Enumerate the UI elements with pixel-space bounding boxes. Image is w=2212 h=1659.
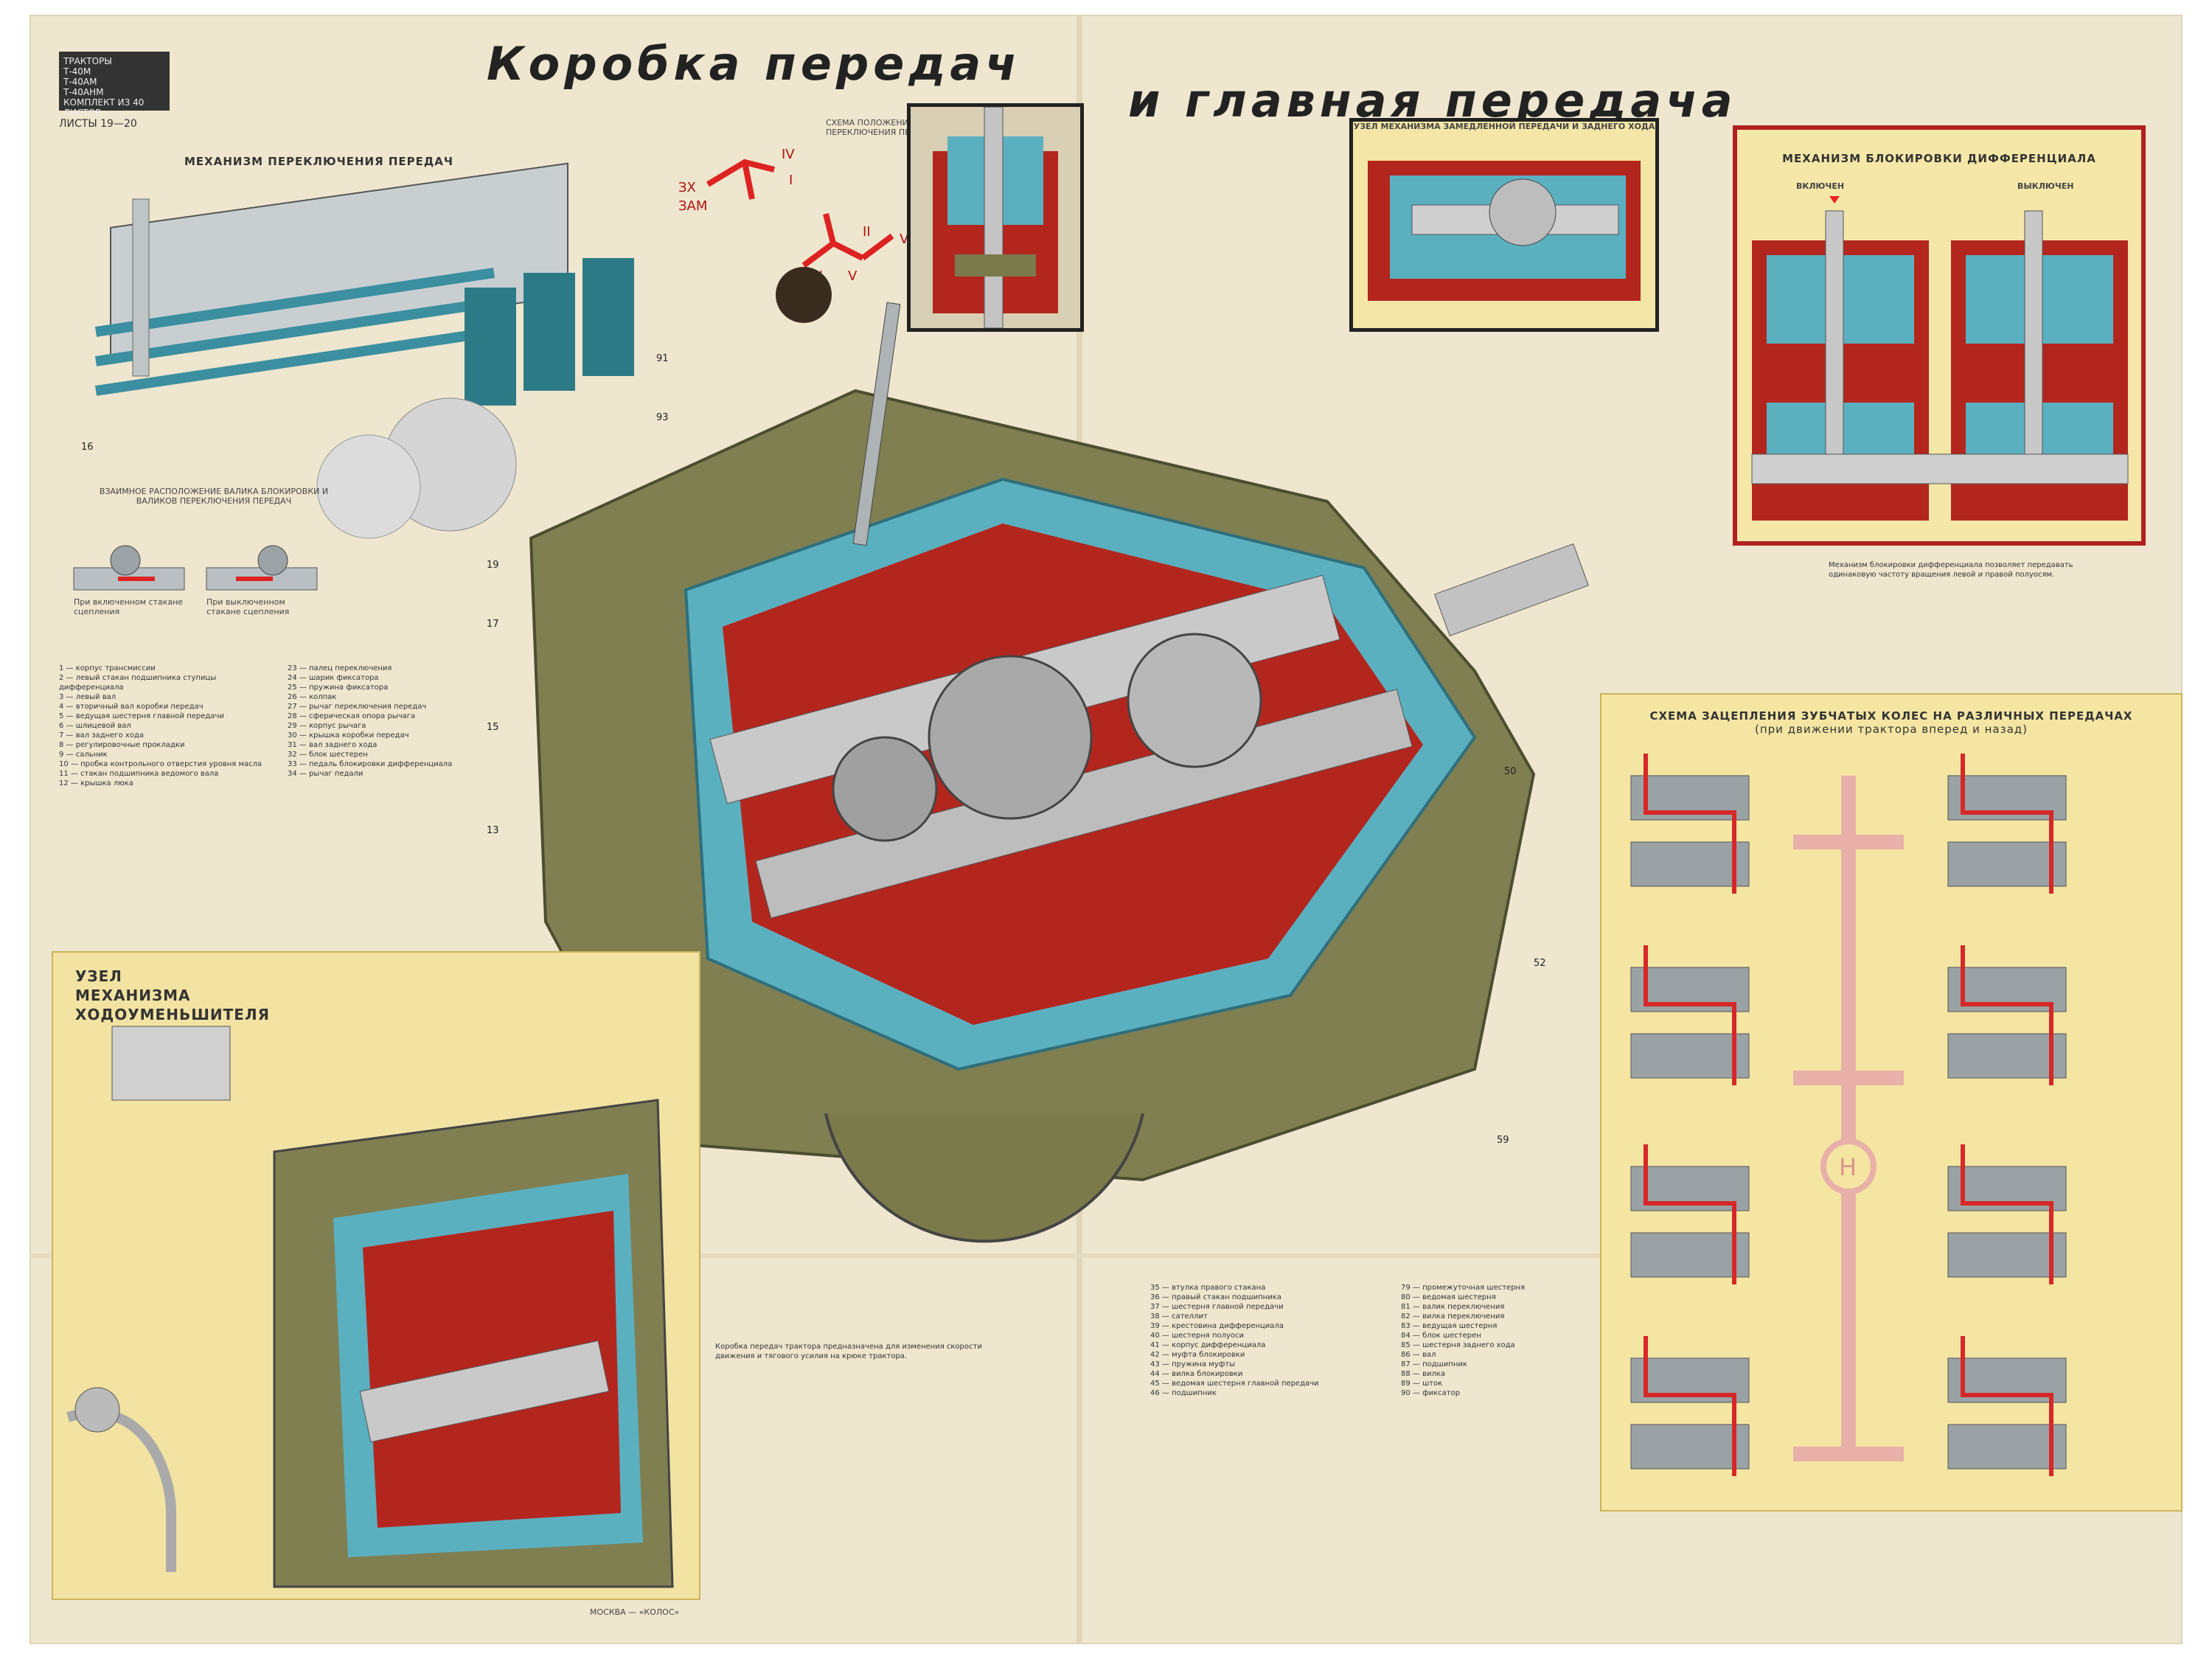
shift-mechanism-panel: МЕХАНИЗМ ПЕРЕКЛЮЧЕНИЯ ПЕРЕДАЧ 16 91 93 — [52, 140, 715, 553]
svg-text:13: 13 — [487, 825, 499, 836]
svg-text:Н: Н — [1839, 1153, 1857, 1181]
lever-detail-inset — [907, 103, 1084, 332]
diff-on-label: ВКЛЮЧЕН — [1796, 181, 1845, 191]
series-logo: ТРАКТОРЫ Т-40М Т-40АМ Т-40АНМ КОМПЛЕКТ И… — [59, 52, 170, 118]
mutual-position-diagram — [73, 545, 318, 591]
rear-node-caption: УЗЕЛ МЕХАНИЗМА ЗАМЕДЛЕННОЙ ПЕРЕДАЧИ И ЗА… — [1353, 122, 1655, 131]
horizontal-fold-line — [29, 1253, 2183, 1258]
shift-mechanism-illustration: 16 91 93 — [81, 162, 669, 539]
diff-lock-panel: МЕХАНИЗМ БЛОКИРОВКИ ДИФФЕРЕНЦИАЛА ВКЛЮЧЕ… — [1733, 125, 2146, 546]
creeper-illustration — [66, 1026, 674, 1588]
gear-scheme-subtitle: (при движении трактора вперед и назад) — [1754, 723, 2028, 736]
legend-left: 1 — корпус трансмиссии 2 — левый стакан … — [59, 664, 262, 787]
svg-text:50: 50 — [1504, 766, 1517, 777]
shift-position-label: V — [848, 268, 858, 284]
svg-text:52: 52 — [1534, 958, 1546, 969]
poster-title-part1: Коробка передач — [487, 37, 1021, 91]
creeper-caption-3: ХОДОУМЕНЬШИТЕЛЯ — [75, 1006, 270, 1023]
logo-line: КОМПЛЕКТ ИЗ 40 ЛИСТОВ — [63, 97, 145, 118]
diff-lock-note: Механизм блокировки дифференциала позвол… — [1829, 561, 2073, 579]
poster-sheet: ТРАКТОРЫ Т-40М Т-40АМ Т-40АНМ КОМПЛЕКТ И… — [29, 15, 2183, 1644]
shift-position-label: I — [789, 173, 793, 188]
gear-scheme-title: СХЕМА ЗАЦЕПЛЕНИЯ ЗУБЧАТЫХ КОЛЕС НА РАЗЛИ… — [1649, 709, 2133, 723]
gear-scheme-diagrams: Н — [1630, 754, 2067, 1476]
creeper-caption-1: УЗЕЛ — [75, 967, 122, 985]
rear-node-illustration — [1368, 161, 1641, 301]
center-note: Коробка передач трактора предназначена д… — [715, 1343, 982, 1360]
shift-position-label: IV — [782, 147, 795, 162]
legend-right: 79 — промежуточная шестерня 80 — ведомая… — [1401, 1284, 1526, 1397]
sheet-number: ЛИСТЫ 19—20 — [59, 118, 137, 130]
svg-text:19: 19 — [487, 560, 499, 571]
panel-caption: МЕХАНИЗМ ПЕРЕКЛЮЧЕНИЯ ПЕРЕДАЧ — [184, 155, 454, 168]
svg-text:91: 91 — [656, 353, 669, 364]
svg-text:16: 16 — [81, 442, 94, 453]
diff-off-label: ВЫКЛЮЧЕН — [2017, 181, 2074, 191]
gearbox-cutaway-illustration: 19 17 15 13 50 52 59 — [487, 267, 1589, 1243]
shift-position-label: ЗАМ — [678, 198, 707, 214]
legend-bottom: 35 — втулка правого стакана 36 — правый … — [1150, 1284, 1319, 1397]
diff-lock-illustration — [1751, 196, 2129, 521]
shift-position-label: II — [863, 224, 871, 240]
svg-text:93: 93 — [656, 412, 669, 423]
logo-line: Т-40АНМ — [63, 87, 104, 97]
lever-detail-illustration — [933, 106, 1058, 329]
diff-lock-caption: МЕХАНИЗМ БЛОКИРОВКИ ДИФФЕРЕНЦИАЛА — [1782, 152, 2096, 165]
publisher-mark: МОСКВА — «КОЛОС» — [590, 1607, 680, 1617]
unlocked-label: При выключенном стакане сцепления — [206, 597, 290, 616]
svg-text:59: 59 — [1497, 1135, 1509, 1146]
logo-line: ТРАКТОРЫ — [63, 56, 112, 66]
svg-text:15: 15 — [487, 722, 499, 733]
logo-line: Т-40М — [63, 66, 91, 77]
svg-text:17: 17 — [487, 619, 499, 630]
mutual-position-caption: ВЗАИМНОЕ РАСПОЛОЖЕНИЕ ВАЛИКА БЛОКИРОВКИ … — [99, 487, 329, 506]
logo-line: Т-40АМ — [63, 77, 97, 87]
locked-label: При включенном стакане сцепления — [74, 597, 184, 616]
mutual-position-panel: ВЗАИМНОЕ РАСПОЛОЖЕНИЕ ВАЛИКА БЛОКИРОВКИ … — [52, 487, 347, 634]
legend-middle: 23 — палец переключения 24 — шарик фикса… — [288, 664, 453, 778]
creeper-panel: УЗЕЛ МЕХАНИЗМА ХОДОУМЕНЬШИТЕЛЯ — [52, 951, 700, 1600]
rear-node-panel: УЗЕЛ МЕХАНИЗМА ЗАМЕДЛЕННОЙ ПЕРЕДАЧИ И ЗА… — [1349, 118, 1659, 332]
creeper-caption-2: МЕХАНИЗМА — [75, 987, 191, 1004]
gear-scheme-panel: СХЕМА ЗАЦЕПЛЕНИЯ ЗУБЧАТЫХ КОЛЕС НА РАЗЛИ… — [1600, 693, 2183, 1512]
shift-position-label: ЗХ — [678, 180, 696, 195]
